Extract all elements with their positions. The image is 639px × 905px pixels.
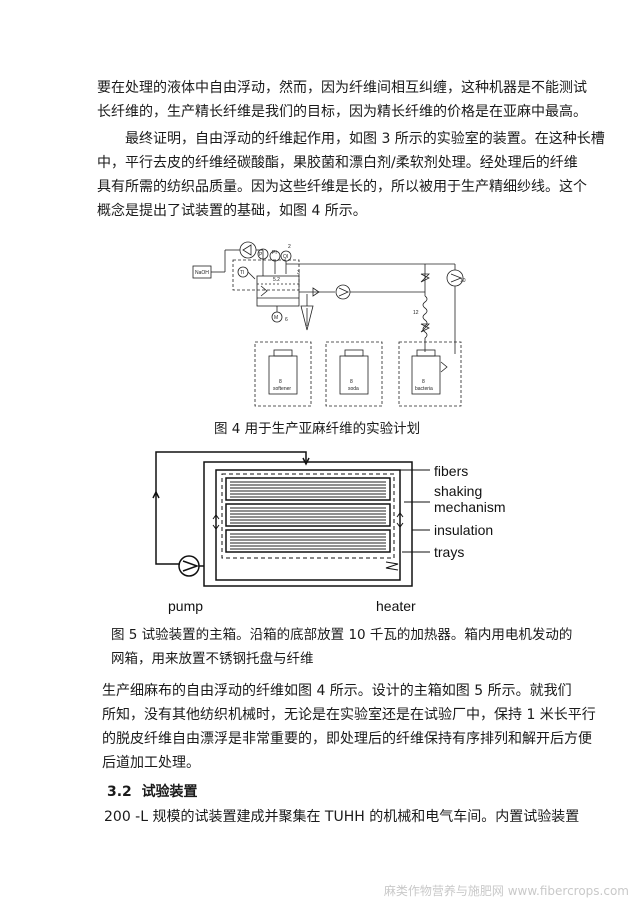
text-line: 最终证明，自由浮动的纤维起作用，如图 3 所示的实验室的装置。在这种长槽 <box>125 131 605 147</box>
number-label: 3 <box>297 270 300 276</box>
trays-label: trays <box>434 544 464 560</box>
softener-label: softener <box>273 386 291 392</box>
number-label: 2 <box>288 244 291 250</box>
paragraph-4: 200 -L 规模的试装置建成并聚集在 TUHH 的机械和电气车间。内置试验装置 <box>104 805 580 829</box>
text-line: 中，平行去皮的纤维经碳酸酯，果胶菌和漂白剂/柔软剂处理。经处理后的纤维 <box>97 155 578 171</box>
figure-5-caption: 图 5 试验装置的主箱。沿箱的底部放置 10 千瓦的加热器。箱内用电机发动的 网… <box>111 623 573 671</box>
naoh-label: NaOH <box>195 270 209 276</box>
figure-4-diagram: NaOH 8 softener 8 soda 8 bacteria M 6 5.… <box>192 241 466 407</box>
caption-line: 网箱，用来放置不锈钢托盘与纤维 <box>111 651 314 667</box>
instrument-label: TI <box>240 270 244 276</box>
text-line: 具有所需的纺织品质量。因为这些纤维是长的，所以被用于生产精细纱线。这个 <box>97 179 587 195</box>
mechanism-label: mechanism <box>434 499 506 515</box>
fibers-label: fibers <box>434 463 468 479</box>
shaking-label: shaking <box>434 483 482 499</box>
heater-label: heater <box>376 598 416 614</box>
figure-4-caption: 图 4 用于生产亚麻纤维的实验计划 <box>214 421 421 437</box>
bacteria-label: bacteria <box>415 386 433 392</box>
paragraph-2: 最终证明，自由浮动的纤维起作用，如图 3 所示的实验室的装置。在这种长槽 中，平… <box>97 127 605 223</box>
text-line: 要在处理的液体中自由浮动，然而，因为纤维间相互纠缠，这种机器是不能测试 <box>97 80 587 96</box>
text-line: 后道加工处理。 <box>102 755 200 771</box>
number-label: 6 <box>285 317 288 323</box>
figure-5-diagram: fibers shaking mechanism insulation tray… <box>152 451 506 614</box>
soda-label: soda <box>348 386 359 392</box>
number-label: 10 <box>460 278 466 284</box>
section-title: 试验装置 <box>141 784 198 800</box>
pump-label: pump <box>168 598 203 614</box>
text-line: 的脱皮纤维自由漂浮是非常重要的，即处理后的纤维保持有序排列和解开后方便 <box>102 731 592 747</box>
paragraph-3: 生产细麻布的自由浮动的纤维如图 4 所示。设计的主箱如图 5 所示。就我们 所知… <box>102 679 596 775</box>
text-line: 概念是提出了试装置的基础，如图 4 所示。 <box>97 203 367 219</box>
instrument-label: QI <box>283 254 288 260</box>
section-number: 3.2 <box>107 784 132 800</box>
text-line: 生产细麻布的自由浮动的纤维如图 4 所示。设计的主箱如图 5 所示。就我们 <box>102 683 572 699</box>
number-label: 5.2 <box>273 277 280 283</box>
bottle-number-label: 8 <box>350 379 353 385</box>
instrument-label: P <box>259 252 263 258</box>
text-line: 长纤维的，生产精长纤维是我们的目标，因为精长纤维的价格是在亚麻中最高。 <box>97 104 587 120</box>
instrument-label: PI <box>272 250 277 256</box>
watermark: 麻类作物营养与施肥网 www.fibercrops.com <box>383 884 629 898</box>
bottle-number-label: 8 <box>422 379 425 385</box>
text-line: 200 -L 规模的试装置建成并聚集在 TUHH 的机械和电气车间。内置试验装置 <box>104 809 580 825</box>
motor-label: M <box>274 315 278 321</box>
bottle-number-label: 8 <box>279 379 282 385</box>
text-line: 所知，没有其他纺织机械时，无论是在实验室还是在试验厂中，保持 1 米长平行 <box>102 707 596 723</box>
paragraph-1: 要在处理的液体中自由浮动，然而，因为纤维间相互纠缠，这种机器是不能测试 长纤维的… <box>97 76 587 124</box>
insulation-label: insulation <box>434 522 493 538</box>
section-heading: 3.2 试验装置 <box>107 781 198 801</box>
number-label: 12 <box>413 310 419 316</box>
caption-line: 图 5 试验装置的主箱。沿箱的底部放置 10 千瓦的加热器。箱内用电机发动的 <box>111 627 573 643</box>
